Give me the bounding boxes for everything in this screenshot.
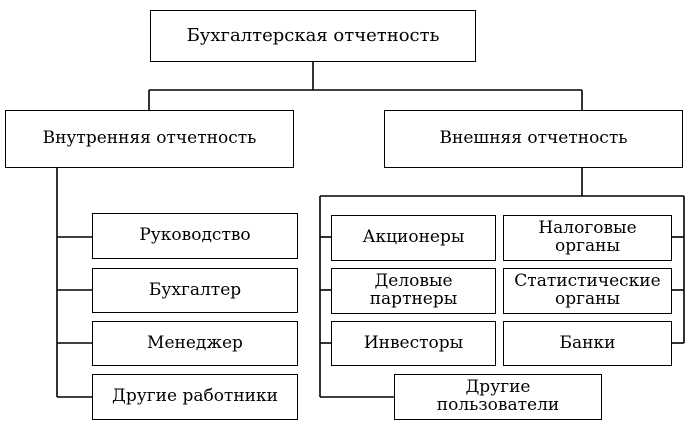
internal-item-label: Руководство [139, 225, 251, 246]
internal-item-other-workers: Другие работники [92, 374, 298, 420]
external-item-label-line1: Деловые [374, 271, 453, 292]
internal-reporting-box: Внутренняя отчетность [5, 110, 294, 168]
external-item-label: Инвесторы [363, 332, 464, 353]
internal-item-label: Менеджер [147, 332, 243, 353]
external-reporting-box: Внешняя отчетность [384, 110, 683, 168]
internal-item-label: Другие работники [112, 386, 278, 407]
internal-item-accountant: Бухгалтер [92, 268, 298, 313]
external-item-label-line2: органы [554, 236, 621, 256]
external-item-banks: Банки [503, 321, 672, 366]
external-item-label-line1: Другие [465, 377, 531, 398]
external-item-investors: Инвесторы [331, 321, 496, 366]
external-reporting-label: Внешняя отчетность [439, 128, 628, 149]
external-item-label: Акционеры [362, 227, 465, 248]
internal-item-management: Руководство [92, 213, 298, 259]
external-item-statistical-authorities: Статистические органы [503, 268, 672, 314]
external-item-label: Банки [559, 332, 616, 353]
external-item-label-line1: Налоговые [538, 218, 637, 239]
external-item-other-users: Другие пользователи [394, 374, 602, 420]
external-item-label-line2: пользователи [436, 395, 560, 415]
external-item-label-line2: органы [554, 289, 621, 309]
root-box: Бухгалтерская отчетность [150, 10, 476, 62]
internal-reporting-label: Внутренняя отчетность [42, 128, 257, 149]
external-item-label-line1: Статистические [514, 271, 661, 292]
external-item-tax-authorities: Налоговые органы [503, 215, 672, 261]
external-item-shareholders: Акционеры [331, 215, 496, 261]
internal-item-manager: Менеджер [92, 321, 298, 366]
external-item-label-line2: партнеры [369, 289, 458, 309]
external-item-business-partners: Деловые партнеры [331, 268, 496, 314]
root-label: Бухгалтерская отчетность [186, 24, 440, 46]
internal-item-label: Бухгалтер [148, 279, 242, 300]
